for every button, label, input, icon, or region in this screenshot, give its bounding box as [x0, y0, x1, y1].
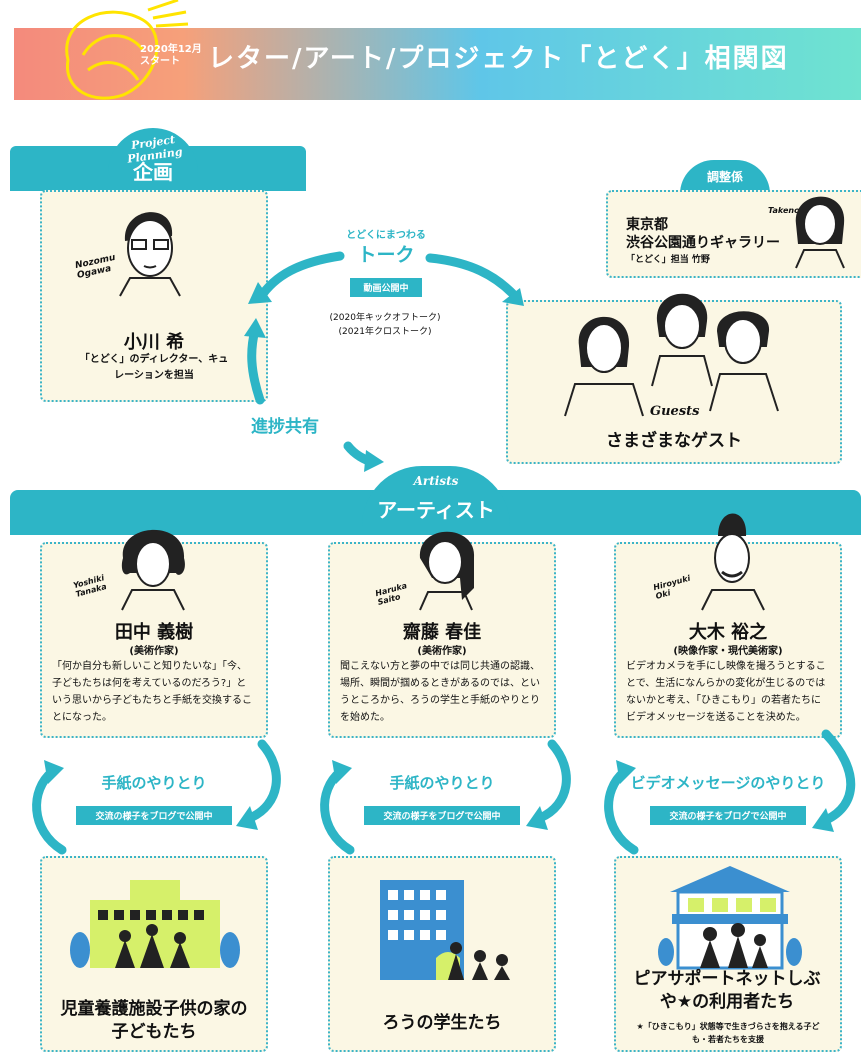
- start-date-line1: 2020年12月: [140, 44, 202, 55]
- saito-role: (美術作家): [417, 646, 467, 657]
- tanaka-description: 「何か自分も新しいこと知りたいな」「今、子どもたちは何を考えているのだろう?」と…: [52, 661, 252, 723]
- children-home-building-icon: [70, 880, 240, 968]
- talk-note-1: (2020年キックオフトーク): [329, 313, 441, 323]
- saito-portrait: [419, 531, 475, 611]
- deaf-students-label: ろうの学生たち: [382, 1013, 502, 1033]
- school-building-icon: [380, 880, 510, 980]
- artists-title: アーティスト: [377, 498, 495, 522]
- coordinator-org-line2: 渋谷公園通りギャラリー: [626, 235, 780, 251]
- saito-description: 聞こえない方と夢の中では同じ共通の認識、場所、瞬間が掴めるときがあるのでは、とい…: [340, 661, 540, 723]
- takeno-portrait: [795, 196, 845, 269]
- saito-blog-badge: 交流の様子をブログで公開中: [364, 806, 520, 825]
- oki-name: 大木 裕之: [688, 622, 768, 643]
- ogawa-portrait: [119, 212, 181, 297]
- start-date: 2020年12月 スタート: [140, 44, 202, 68]
- tanaka-flow-label: 手紙のやりとり: [101, 774, 207, 792]
- ogawa-description: 「とどく」のディレクター、キュレーションを担当: [79, 354, 229, 381]
- coordinator-org-line1: 東京都: [626, 217, 668, 233]
- guests-portraits: [564, 293, 779, 417]
- oki-portrait: [701, 513, 765, 611]
- tanaka-role: (美術作家): [129, 646, 179, 657]
- children-home-label: 児童養護施設子供の家の子どもたち: [60, 999, 248, 1042]
- artists-script-label: Artists: [413, 474, 459, 488]
- tanaka-name: 田中 義樹: [114, 622, 194, 643]
- peer-support-note: ★「ひきこもり」状態等で生きづらさを抱える子ども・若者たちを支援: [636, 1022, 820, 1044]
- planning-title: 企画: [133, 160, 173, 184]
- talk-note-2: (2021年クロストーク): [338, 327, 432, 337]
- talk-video-badge: 動画公開中: [350, 278, 422, 297]
- talk-title: トーク: [357, 244, 415, 266]
- tanaka-portrait: [121, 529, 185, 611]
- coordinator-tab: [680, 160, 770, 194]
- oki-blog-badge: 交流の様子をブログで公開中: [650, 806, 806, 825]
- talk-arrow-right-head: [502, 288, 524, 306]
- oki-flow-label: ビデオメッセージのやりとり: [630, 774, 826, 792]
- guests-script-label: Guests: [650, 404, 700, 419]
- oki-description: ビデオカメラを手にし映像を撮ろうとすることで、生活になんらかの変化が生じるのでは…: [626, 661, 826, 723]
- tanaka-blog-badge: 交流の様子をブログで公開中: [76, 806, 232, 825]
- coordinator-sub: 「とどく」担当 竹野: [626, 255, 710, 265]
- coordinator-label: 調整係: [706, 170, 743, 184]
- peer-support-house-icon: [658, 866, 802, 970]
- saito-flow-label: 手紙のやりとり: [389, 774, 495, 792]
- guests-title: さまざまなゲスト: [606, 431, 742, 451]
- takeno-signature: Takeno: [768, 206, 800, 215]
- talk-small-label: とどくにまつわる: [346, 230, 426, 241]
- peer-support-label: ピアサポートネットしぶや★の利用者たち: [633, 969, 821, 1012]
- letter-scribble-logo: [65, 0, 189, 100]
- talk-arrow-left-head: [248, 282, 272, 304]
- progress-arrow-up-head: [244, 318, 266, 338]
- progress-arrow-right-head: [364, 450, 384, 472]
- progress-share-label: 進捗共有: [251, 417, 319, 437]
- ogawa-name: 小川 希: [123, 332, 185, 353]
- talk-arrows: [244, 251, 524, 472]
- page-title: レター/アート/プロジェクト「とどく」相関図: [208, 44, 789, 74]
- oki-role: (映像作家・現代美術家): [673, 646, 783, 657]
- start-date-line2: スタート: [140, 56, 180, 67]
- saito-name: 齋藤 春佳: [402, 622, 482, 643]
